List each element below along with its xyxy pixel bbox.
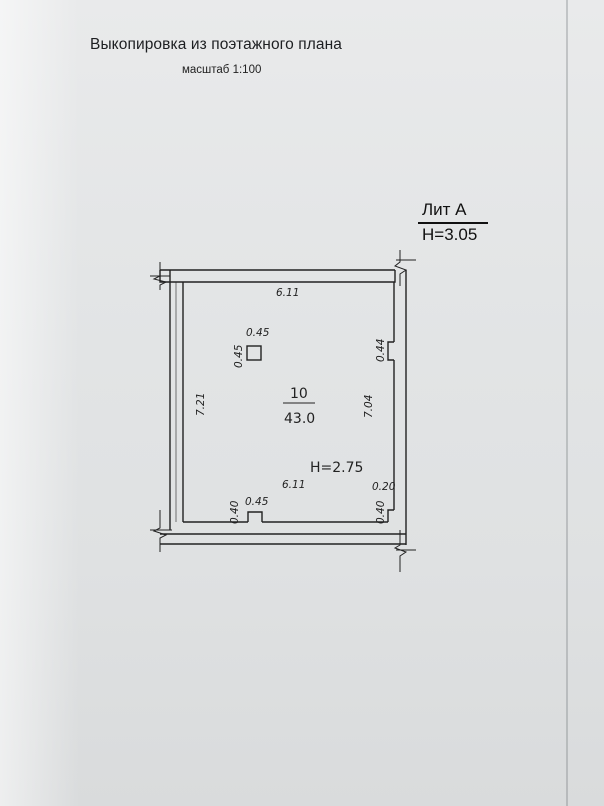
dim-right-notch: 0.44 (375, 339, 387, 362)
break-mark-top-right (393, 250, 408, 286)
dim-bottom-width: 6.11 (282, 479, 305, 491)
dim-corner-notch-width: 0.20 (372, 481, 396, 493)
dim-right-height: 7.04 (363, 395, 375, 418)
dim-column-height: 0.45 (233, 344, 245, 368)
break-mark-top-left (152, 262, 168, 290)
walls (150, 250, 416, 572)
lit-label: Лит А (422, 200, 467, 219)
document-title: Выкопировка из поэтажного плана (90, 36, 342, 53)
room-height: H=2.75 (310, 460, 363, 476)
right-corner-notch (387, 509, 394, 522)
dim-column-width: 0.45 (246, 327, 270, 339)
bottom-wall-notch (247, 511, 263, 522)
room-area: 43.0 (284, 411, 315, 427)
top-wall-outer (159, 270, 396, 283)
lit-height: H=3.05 (422, 225, 478, 244)
break-mark-bottom-right (393, 530, 408, 572)
lit-divider (418, 222, 488, 224)
dim-bottom-notch-height: 0.40 (229, 500, 241, 524)
dim-bottom-notch-width: 0.45 (245, 496, 269, 508)
dim-corner-notch-height: 0.40 (375, 500, 387, 524)
dim-top-width: 6.11 (276, 287, 299, 299)
scale-label: масштаб 1:100 (182, 64, 262, 76)
right-wall-notch (387, 341, 394, 361)
page-edge (566, 0, 568, 806)
dim-left-height: 7.21 (195, 393, 207, 416)
column (246, 345, 262, 361)
room-number: 10 (290, 386, 308, 402)
break-mark-bottom-left (152, 510, 168, 552)
